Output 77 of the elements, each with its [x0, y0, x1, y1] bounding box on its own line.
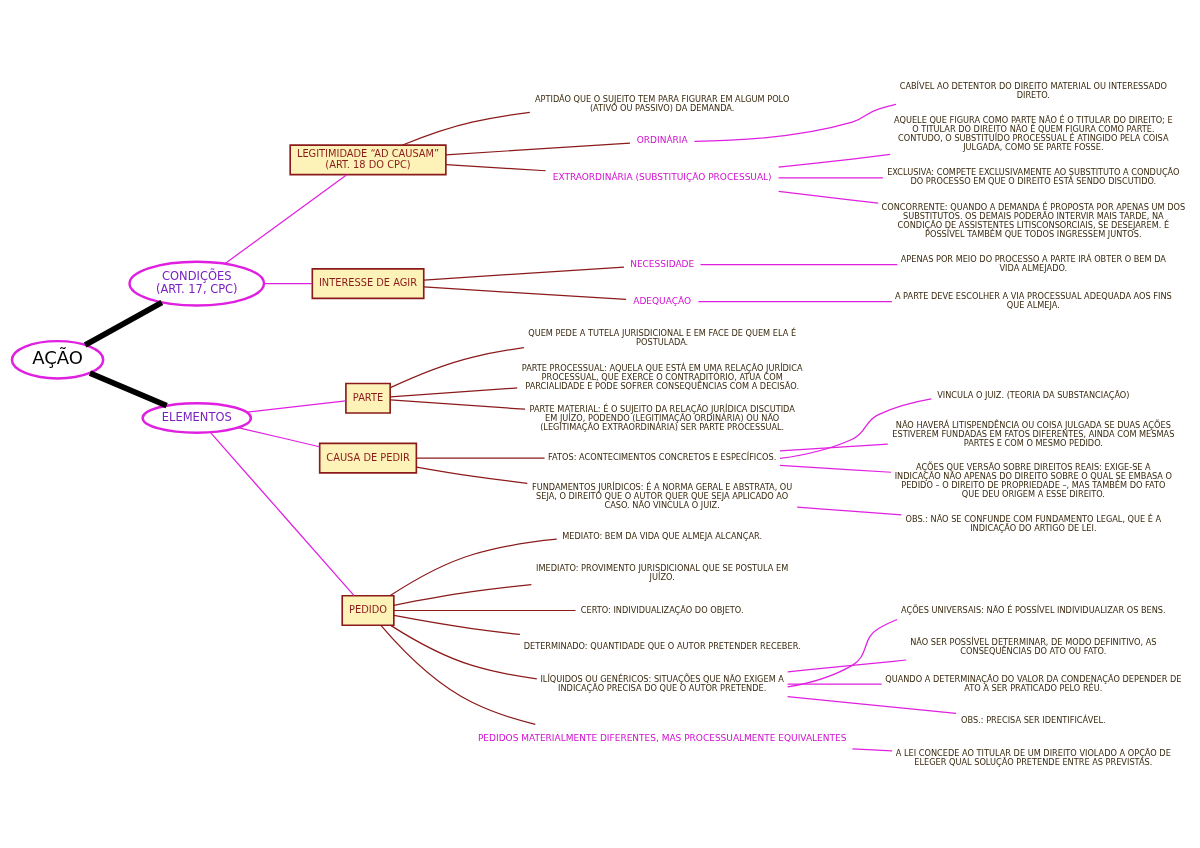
node-text: AQUELE QUE FIGURA COMO PARTE NÃO É O TITULAR DO DIREITO; E O TITULAR DO DIREITO NÃO É QUEM FIGURA COMO PARTE. CONTUDO, O SUBSTITUÍDO PROCESSUAL É ATINGIDO PELA COISA JULGADA, COMO SE PARTE FOSSE. — [894, 114, 1173, 152]
connector — [779, 443, 889, 451]
node-box: CAUSA DE PEDIR — [318, 442, 418, 474]
connector — [697, 300, 893, 302]
node-box: PEDIDO — [341, 594, 395, 626]
node-text: FATOS: ACONTECIMENTOS CONCRETOS E ESPECÍFICOS. — [548, 451, 777, 462]
connector — [693, 103, 897, 142]
node-text: CERTO: INDIVIDUALIZAÇÃO DO OBJETO. — [580, 604, 744, 615]
connector — [779, 397, 932, 459]
node-box: PARTE — [345, 382, 391, 414]
connector — [402, 111, 531, 146]
connector — [390, 624, 538, 679]
connector — [263, 282, 313, 284]
node-text: NÃO HAVERÁ LITISPENDÊNCIA OU COISA JULGADA SE DUAS AÇÕES ESTIVEREM FUNDADAS EM FATOS DIFERENTES, AINDA COM MESMAS PARTES E COM O MESMO PEDIDO. — [892, 419, 1175, 448]
node-text: NÃO SER POSSÍVEL DETERMINAR, DE MODO DEFINITIVO, AS CONSEQUÊNCIAS DO ATO OU FATO. — [910, 636, 1157, 656]
node-text: VINCULA O JUIZ. (TEORIA DA SUBSTANCIAÇÃO) — [937, 389, 1130, 400]
connector — [779, 464, 892, 473]
connector — [423, 266, 625, 281]
connector — [415, 456, 546, 459]
connector — [83, 299, 164, 347]
node-text: CABÍVEL AO DETENTOR DO DIREITO MATERIAL OU INTERESSADO DIRETO. — [899, 80, 1167, 100]
node-ellipse: ELEMENTOS — [141, 401, 253, 434]
node-text: A PARTE DEVE ESCOLHER A VIA PROCESSUAL ADEQUADA AOS FINS QUE ALMEJA. — [894, 290, 1172, 310]
connector — [787, 618, 898, 688]
connector — [246, 399, 347, 413]
node-text: A LEI CONCEDE AO TITULAR DE UM DIREITO VIOLADO A OPÇÃO DE ELEGER QUAL SOLUÇÃO PRETENDE ENTRE AS PREVISTAS. — [895, 747, 1171, 767]
connector — [786, 695, 957, 714]
node-text: OBS.: PRECISA SER IDENTIFICÁVEL. — [961, 714, 1106, 725]
connector — [393, 609, 577, 611]
connector — [209, 431, 355, 596]
node-text: EXTRAORDINÁRIA (SUBSTITUIÇÃO PROCESSUAL) — [552, 171, 772, 182]
connector — [389, 346, 525, 388]
connector — [380, 624, 536, 725]
connector — [445, 141, 631, 155]
node-text: APTIDÃO QUE O SUJEITO TEM PARA FIGURAR EM ALGUM POLO (ATIVO OU PASSIVO) DA DEMANDA. — [535, 93, 790, 113]
node-text: PARTE MATERIAL: É O SUJEITO DA RELAÇÃO JURÍDICA DISCUTIDA EM JUÍZO, PODENDO (LEGITIMAÇÃO ORDINÁRIA) OU NÃO (LEGITIMAÇÃO EXTRAORDINÁRIA) SER PARTE PROCESSUAL. — [529, 403, 795, 432]
connector — [389, 386, 518, 397]
node-text: PARTE PROCESSUAL: AQUELA QUE ESTÁ EM UMA RELAÇÃO JURÍDICA PROCESSUAL, QUE EXERCE O CONTRADITÓRIO, ATUA COM PARCIALIDADE E PODE SOFRER CONSEQUÊNCIAS COM A DECISÃO. — [521, 362, 803, 391]
connector — [699, 263, 898, 265]
node-ellipse: AÇÃO — [10, 339, 105, 380]
node-text: OBS.: NÃO SE CONFUNDE COM FUNDAMENTO LEGAL, QUE É A INDICAÇÃO DO ARTIGO DE LEI. — [905, 513, 1162, 533]
connector — [393, 583, 532, 606]
connector — [389, 398, 526, 410]
connector — [796, 506, 902, 515]
node-text: FUNDAMENTOS JURÍDICOS: É A NORMA GERAL E ABSTRATA, OU SEJA, O DIREITO QUE O AUTOR QUER QUE SEJA APLICADO AO CASO. NÃO VINCULA O JUIZ. — [532, 481, 793, 510]
node-text: AÇÕES UNIVERSAIS: NÃO É POSSÍVEL INDIVIDUALIZAR OS BENS. — [901, 604, 1166, 615]
node-text: NECESSIDADE — [630, 258, 695, 269]
connector — [778, 176, 884, 178]
node-text: DETERMINADO: QUANTIDADE QUE O AUTOR PRETENDER RECEBER. — [523, 640, 801, 651]
node-text: ADEQUAÇÃO — [633, 295, 692, 306]
node-text: PEDIDOS MATERIALMENTE DIFERENTES, MAS PROCESSUALMENTE EQUIVALENTES — [477, 732, 847, 743]
connector — [445, 163, 547, 171]
node-text: APENAS POR MEIO DO PROCESSO A PARTE IRÁ OBTER O BEM DA VIDA ALMEJADO. — [900, 253, 1166, 273]
node-box: LEGITIMIDADE “AD CAUSAM” (ART. 18 DO CPC) — [289, 143, 447, 175]
connector — [423, 285, 627, 300]
node-ellipse: CONDIÇÕES (ART. 17, CPC) — [128, 259, 266, 307]
node-box: INTERESSE DE AGIR — [311, 267, 425, 299]
node-text: AÇÕES QUE VERSÃO SOBRE DIREITOS REAIS: EXIGE-SE A INDICAÇÃO NÃO APENAS DO DIREITO SOBRE O QUAL SE EMBASA O PEDIDO – O DIREITO DE PROPRIEDADE –, MAS TAMBÉM DO FATO QUE DEU ORIGEM A ESSE DIREITO. — [894, 461, 1172, 499]
node-text: MEDIATO: BEM DA VIDA QUE ALMEJA ALCANÇAR. — [562, 530, 763, 541]
connector — [88, 369, 168, 408]
connector — [778, 190, 879, 204]
node-text: QUANDO A DETERMINAÇÃO DO VALOR DA CONDENAÇÃO DEPENDER DE ATO A SER PRATICADO PELO RÉU. — [885, 673, 1182, 693]
node-text: QUEM PEDE A TUTELA JURISDICIONAL E EM FACE DE QUEM ELA É POSTULADA. — [528, 327, 797, 347]
connector — [787, 658, 907, 672]
connector — [237, 426, 320, 447]
node-text: ORDINÁRIA — [636, 134, 688, 145]
connector — [393, 614, 521, 635]
connector — [389, 538, 558, 596]
node-text: CONCORRENTE: QUANDO A DEMANDA É PROPOSTA POR APENAS UM DOS SUBSTITUTOS. OS DEMAIS PODERÃO INTERVIR MAIS TARDE, NA CONDIÇÃO DE ASSISTENTES LITISCONSORCIAIS, SE DESEJAREM. É POSSÍVEL TAMBÉM QUE TODOS INGRESSEM JUNTOS. — [881, 201, 1186, 239]
connector — [415, 465, 528, 484]
connector — [786, 683, 883, 685]
node-text: EXCLUSIVA: COMPETE EXCLUSIVAMENTE AO SUBSTITUTO A CONDUÇÃO DO PROCESSO EM QUE O DIREITO ESTÁ SENDO DISCUTIDO. — [887, 166, 1180, 186]
connector — [851, 747, 893, 751]
connector — [224, 173, 348, 264]
node-text: IMEDIATO: PROVIMENTO JURISDICIONAL QUE SE POSTULA EM JUÍZO. — [536, 562, 789, 582]
node-text: ILÍQUIDOS OU GENÉRICOS: SITUAÇÕES QUE NÃO EXIGEM A INDICAÇÃO PRECISA DO QUE O AUTOR PRETENDE. — [540, 673, 784, 693]
connector — [778, 153, 891, 168]
